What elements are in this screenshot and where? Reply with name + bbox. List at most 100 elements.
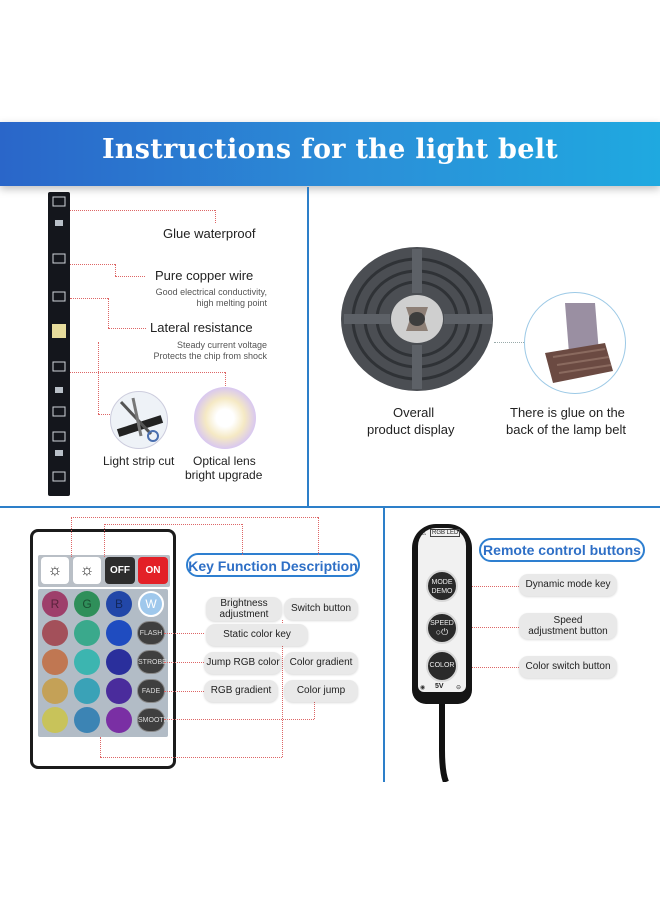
leader-glue (70, 210, 215, 211)
pill-speed-1: Speed (553, 615, 583, 626)
color-key[interactable] (106, 678, 132, 704)
label-resistance-sub-1: Steady current voltage (176, 340, 267, 350)
label-pure-copper-wire: Pure copper wire (155, 268, 254, 283)
color-key[interactable] (42, 707, 68, 733)
color-key[interactable] (74, 678, 100, 704)
color-key-w[interactable]: W (138, 591, 164, 617)
horizontal-divider (0, 506, 660, 508)
label-copper-sub-2: high melting point (196, 298, 267, 308)
vertical-divider-top (307, 187, 309, 507)
leader-remote-top2-l (104, 524, 105, 557)
color-key-g[interactable]: G (74, 591, 100, 617)
label-overall-1: Overall (393, 405, 435, 420)
pill-speed-adjustment: Speed adjustment button (519, 613, 617, 639)
key-function-header: Key Function Description (186, 553, 360, 577)
pill-switch-button: Switch button (284, 598, 358, 620)
leader-lens (70, 372, 225, 373)
label-lateral-resistance: Lateral resistance (150, 320, 253, 335)
banner-title: Instructions for the light belt (101, 134, 559, 165)
remote-buttons-title: Remote control buttons (483, 542, 641, 558)
pill-color-switch-button: Color switch button (519, 656, 617, 678)
speed-button[interactable]: SPEED ○⏻ (426, 612, 458, 644)
leader-copper-end (115, 276, 145, 277)
pill-speed-2: adjustment button (528, 626, 608, 637)
leader-smooth-up (314, 700, 315, 719)
leader-speed (472, 627, 519, 628)
leader-remote-top (71, 517, 318, 518)
leader-glue-drop (215, 210, 216, 223)
label-overall-2: product display (367, 422, 455, 437)
mode-label: MODE (431, 579, 453, 586)
mode-demo-button[interactable]: MODE DEMO (426, 570, 458, 602)
label-copper-sub-1: Good electrical conductivity, (155, 287, 267, 297)
color-key[interactable] (106, 649, 132, 675)
label-optical-lens-1: Optical lens (193, 454, 256, 468)
leader-color (472, 667, 519, 668)
color-key[interactable] (74, 620, 100, 646)
controller-cable (432, 700, 452, 784)
leader-remote-bottom-r (282, 620, 283, 757)
leader-remote-top2 (104, 524, 242, 525)
led-strip-image (48, 192, 70, 496)
flash-key[interactable]: FLASH (137, 621, 165, 645)
speed-label: SPEED (430, 620, 454, 627)
color-key[interactable] (74, 649, 100, 675)
leader-lens-drop (225, 372, 226, 388)
leader-remote-bottom (100, 757, 282, 758)
led-reel-image (340, 245, 495, 393)
speed-icons: ○⏻ (435, 627, 449, 637)
smooth-key[interactable]: SMOOTH (137, 708, 169, 732)
brightness-up-key[interactable]: ☼ (41, 557, 69, 584)
leader-copper-drop (115, 264, 116, 276)
color-key[interactable] (42, 678, 68, 704)
leader-remote-top2-r (242, 524, 243, 555)
color-key[interactable] (106, 620, 132, 646)
color-key-r[interactable]: R (42, 591, 68, 617)
pill-static-color-key: Static color key (206, 624, 308, 646)
leader-mode (472, 586, 519, 587)
color-button[interactable]: COLOR (426, 650, 458, 682)
leader-remote-top-r (318, 517, 319, 555)
leader-remote-bottom-l (100, 737, 101, 757)
pill-dynamic-mode-key: Dynamic mode key (519, 574, 617, 596)
pill-brightness: Brightness adjustment (206, 597, 282, 621)
off-key[interactable]: OFF (105, 557, 135, 584)
key-function-title: Key Function Description (188, 558, 358, 574)
color-key-b[interactable]: B (106, 591, 132, 617)
color-label: COLOR (429, 662, 455, 669)
leader-copper (70, 264, 115, 265)
controller-left-icon: ◉ (420, 685, 426, 691)
label-glue-1: There is glue on the (510, 405, 625, 420)
controller-warning-icon: ⚠ (420, 530, 427, 537)
leader-cut (98, 342, 99, 414)
pill-rgb-gradient: RGB gradient (204, 680, 278, 702)
demo-label: DEMO (431, 588, 453, 595)
rgb-controller: ⚠ RGB LED MODE DEMO SPEED ○⏻ COLOR ◉ 5V … (412, 524, 472, 704)
color-key[interactable] (42, 649, 68, 675)
remote-buttons-header: Remote control buttons (479, 538, 645, 562)
on-key[interactable]: ON (138, 557, 168, 584)
controller-label: RGB LED (430, 529, 461, 537)
leader-resistance (70, 298, 108, 299)
label-light-strip-cut: Light strip cut (103, 454, 175, 468)
leader-resistance-end (108, 328, 146, 329)
fade-key[interactable]: FADE (137, 679, 165, 703)
label-glue-waterproof: Glue waterproof (163, 226, 256, 241)
label-resistance-sub-2: Protects the chip from shock (153, 351, 267, 361)
title-banner: Instructions for the light belt (0, 122, 660, 186)
pill-brightness-2: adjustment (219, 609, 269, 620)
strobe-key[interactable]: STROBE (137, 650, 167, 674)
leader-fade (164, 691, 204, 692)
color-key[interactable] (106, 707, 132, 733)
controller-right-icon: ⊖ (456, 685, 462, 691)
color-key[interactable] (42, 620, 68, 646)
vertical-divider-bottom (383, 507, 385, 782)
brightness-down-key[interactable]: ☼ (73, 557, 101, 584)
label-optical-lens-2: bright upgrade (185, 468, 263, 482)
leader-strobe (164, 662, 204, 663)
pill-brightness-1: Brightness (220, 598, 268, 609)
pill-jump-rgb-color: Jump RGB color (204, 652, 282, 674)
optical-lens-image (194, 387, 256, 449)
label-glue-2: back of the lamp belt (506, 422, 626, 437)
color-key[interactable] (74, 707, 100, 733)
